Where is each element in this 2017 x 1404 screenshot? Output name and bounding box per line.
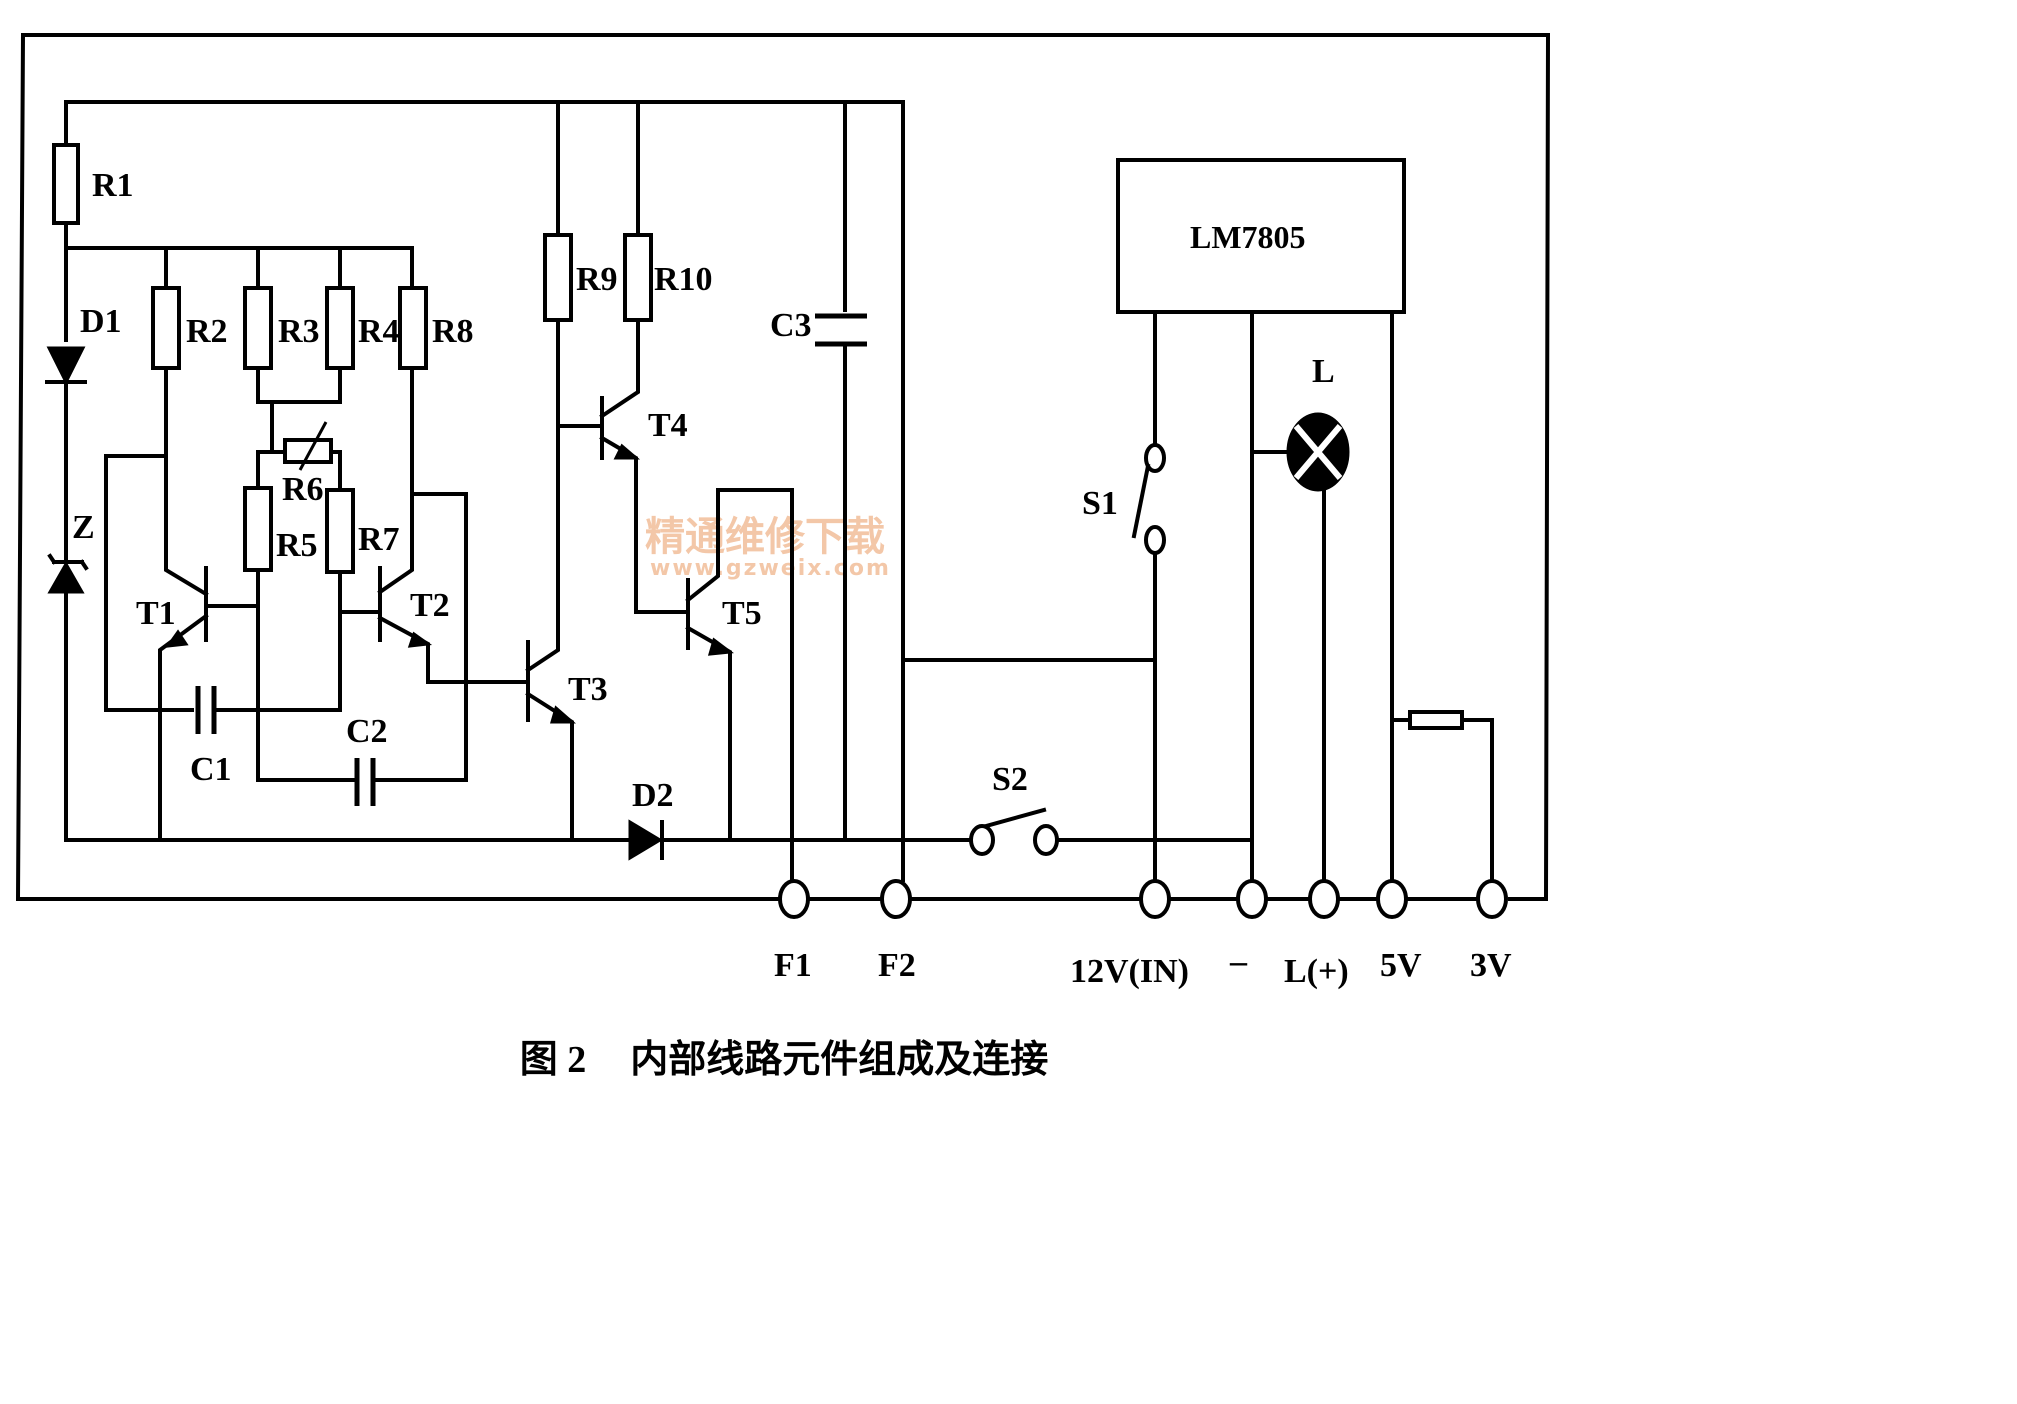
label-t4: T4 — [648, 407, 688, 444]
label-s2: S2 — [992, 761, 1028, 798]
label-r9: R9 — [576, 261, 618, 298]
resistor-r4 — [325, 286, 355, 370]
label-t5: T5 — [722, 595, 762, 632]
mv-drops — [164, 246, 414, 290]
terminal-l-plus — [1308, 879, 1340, 919]
label-t2: T2 — [410, 587, 450, 624]
resistor-r3 — [243, 286, 273, 370]
terminal-12v-in — [1139, 879, 1171, 919]
terminal-f1 — [778, 879, 810, 919]
r6-wiper — [298, 421, 328, 471]
terminal-ground — [1236, 879, 1268, 919]
label-c2: C2 — [346, 713, 388, 750]
top-rail — [64, 100, 905, 842]
label-r3: R3 — [278, 313, 320, 350]
watermark-url: www.gzweix.com — [650, 556, 891, 581]
terminal-label-3v: 3V — [1470, 947, 1512, 984]
terminal-f2 — [880, 879, 912, 919]
resistor-r9 — [543, 233, 573, 322]
terminal-label-f2: F2 — [878, 947, 916, 984]
capacitor-c3 — [815, 313, 867, 347]
transistor-t4 — [556, 318, 690, 614]
caption-number: 图 2 — [519, 1039, 587, 1081]
figure-caption: 图 2 内部线路元件组成及连接 — [0, 1028, 1568, 1083]
transistor-t3 — [525, 100, 576, 842]
resistor-r1 — [52, 143, 80, 225]
capacitor-c2 — [354, 492, 468, 806]
terminal-label-12v-in: 12V(IN) — [1070, 953, 1189, 990]
circuit-diagram: 精通维修下载 www.gzweix.com R1 D1 Z D2 S2 R2 R… — [15, 33, 1551, 990]
diode-d1 — [45, 346, 87, 386]
resistor-r8 — [398, 286, 428, 370]
watermark: 精通维修下载 www.gzweix.com — [645, 514, 891, 581]
label-r2: R2 — [186, 313, 228, 350]
label-t3: T3 — [568, 671, 608, 708]
label-z: Z — [72, 509, 95, 546]
resistor-r10 — [623, 233, 653, 322]
diode-d2 — [628, 819, 664, 861]
label-r6: R6 — [282, 471, 324, 508]
lamp-l — [1250, 412, 1350, 882]
transistor-t5 — [685, 488, 794, 882]
terminals — [778, 879, 1508, 919]
terminal-5v — [1376, 879, 1408, 919]
label-r5: R5 — [276, 527, 318, 564]
label-r8: R8 — [432, 313, 474, 350]
capacitor-c1 — [195, 570, 342, 734]
label-r1: R1 — [92, 167, 134, 204]
resistor-r2 — [151, 286, 181, 370]
terminal-label-ground: – — [1229, 943, 1248, 980]
label-d1: D1 — [80, 303, 122, 340]
r3-r4-join — [256, 366, 342, 454]
transistor-t2 — [338, 366, 530, 684]
label-r7: R7 — [358, 521, 400, 558]
transistor-t1 — [158, 366, 260, 842]
terminal-label-l-plus: L(+) — [1284, 953, 1349, 990]
t1-feedback — [104, 454, 194, 712]
terminal-3v — [1476, 879, 1508, 919]
resistor-r7 — [325, 488, 355, 574]
label-d2: D2 — [632, 777, 674, 814]
r5-lead — [256, 450, 357, 782]
regulator-lm7805 — [1116, 158, 1406, 314]
resistor-r6 — [283, 438, 333, 464]
label-t1: T1 — [136, 595, 176, 632]
switch-s2 — [969, 807, 1059, 856]
terminal-label-f1: F1 — [774, 947, 812, 984]
zener-z — [47, 553, 89, 594]
switch-s1 — [1131, 443, 1166, 555]
terminal-label-5v: 5V — [1380, 947, 1422, 984]
enclosure-outline — [15, 33, 1551, 901]
resistor-r5 — [243, 486, 273, 572]
r6-leads — [256, 450, 342, 492]
label-r4: R4 — [358, 313, 400, 350]
label-s1: S1 — [1082, 485, 1118, 522]
label-l: L — [1312, 353, 1335, 390]
caption-title: 内部线路元件组成及连接 — [630, 1037, 1049, 1081]
label-c1: C1 — [190, 751, 232, 788]
label-lm7805: LM7805 — [1190, 219, 1306, 255]
watermark-text: 精通维修下载 — [645, 514, 885, 560]
resistor-3v — [1390, 710, 1494, 882]
label-c3: C3 — [770, 307, 812, 344]
label-r10: R10 — [654, 261, 713, 298]
terminal-labels: F1 F2 12V(IN) – L(+) 5V 3V — [774, 943, 1512, 990]
